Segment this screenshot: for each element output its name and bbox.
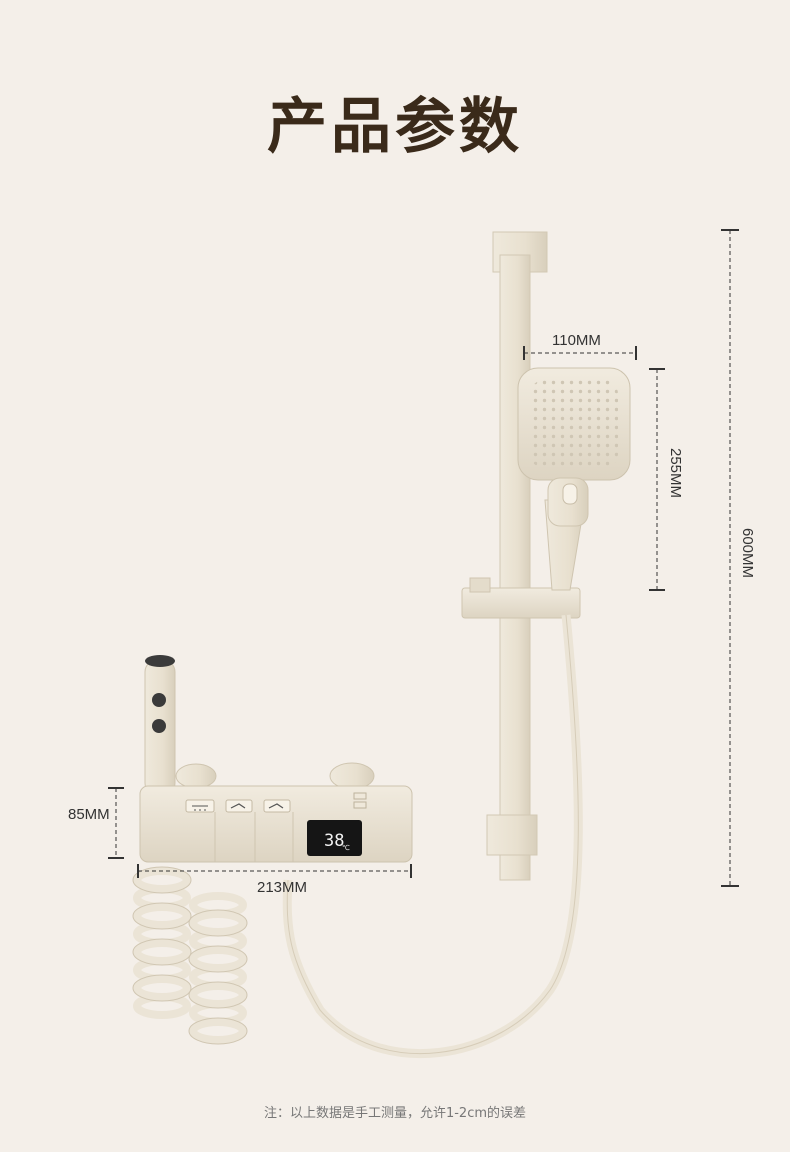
temperature-readout: 38 xyxy=(324,831,344,851)
slide-rail xyxy=(486,231,548,881)
page-title: 产品参数 xyxy=(267,92,523,162)
rail-height-label: 600MM xyxy=(739,528,756,579)
panel-width-label: 213MM xyxy=(257,879,308,896)
coiled-hose xyxy=(133,867,247,1044)
panel-height-label: 85MM xyxy=(68,806,110,823)
wall-mounts xyxy=(175,762,375,790)
head-width-label: 110MM xyxy=(552,332,601,349)
bidet-sprayer xyxy=(144,655,176,796)
thermostat-panel: 38 ℃ xyxy=(139,785,413,863)
dimension-lines xyxy=(108,229,739,887)
temperature-unit: ℃ xyxy=(342,844,350,852)
rail-holder xyxy=(461,587,581,619)
measurement-note: 注：以上数据是手工测量，允许1-2cm的误差 xyxy=(263,1106,527,1121)
shower-head xyxy=(517,367,631,591)
head-height-label: 255MM xyxy=(667,448,684,499)
